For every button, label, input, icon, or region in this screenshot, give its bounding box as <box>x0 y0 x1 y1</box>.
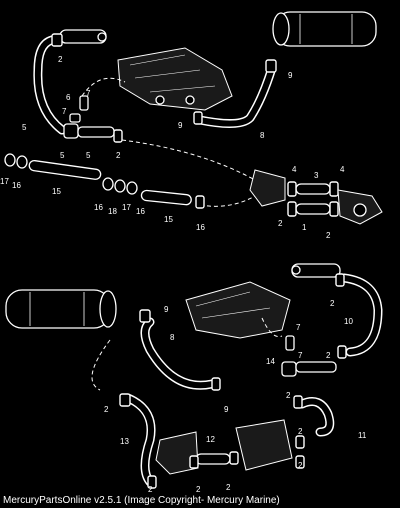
callout-label: 2 <box>226 483 231 492</box>
callout-label: 2 <box>286 391 291 400</box>
callout-label: 8 <box>170 333 175 342</box>
callout-label: 5 <box>86 151 91 160</box>
callout-label: 16 <box>196 223 205 232</box>
callout-label: 15 <box>52 187 61 196</box>
callout-label: 1 <box>302 223 307 232</box>
callout-label: 9 <box>178 121 183 130</box>
pump-assembly-upper <box>249 169 383 225</box>
oil-cooler-lower <box>291 263 341 278</box>
callout-label: 17 <box>0 177 9 186</box>
callout-label: 16 <box>94 203 103 212</box>
callout-label: 2 <box>148 485 153 493</box>
callout-label: 2 <box>298 427 303 436</box>
callout-label: 5 <box>22 123 27 132</box>
pipe-row-upper <box>4 153 205 209</box>
callout-label: 4 <box>292 165 297 174</box>
callout-label: 8 <box>260 131 265 140</box>
callout-label: 16 <box>12 181 21 190</box>
callout-label: 9 <box>224 405 229 414</box>
callout-label: 9 <box>288 71 293 80</box>
upper-assembly <box>4 11 383 225</box>
exhaust-manifold-upper <box>117 47 233 111</box>
pump-assembly-lower <box>155 419 293 475</box>
callout-label: 17 <box>122 203 131 212</box>
callout-label: 18 <box>108 207 117 216</box>
heat-exchanger-upper <box>272 11 377 47</box>
oil-cooler-upper <box>59 29 107 44</box>
callout-label: 7 <box>86 89 91 98</box>
callout-label: 2 <box>330 299 335 308</box>
callout-label: 2 <box>196 485 201 493</box>
callout-label: 9 <box>164 305 169 314</box>
parts-diagram: 2 9 6 7 7 5 5 5 9 8 2 17 16 15 16 18 17 … <box>0 11 383 493</box>
callout-label: 15 <box>164 215 173 224</box>
callout-label: 2 <box>326 351 331 360</box>
callout-label: 3 <box>314 171 319 180</box>
callout-label: 2 <box>58 55 63 64</box>
callout-label: 7 <box>62 107 67 116</box>
callout-label: 16 <box>136 207 145 216</box>
callout-label: 7 <box>298 351 303 360</box>
callout-label: 4 <box>340 165 345 174</box>
callout-label: 7 <box>296 323 301 332</box>
callouts-upper: 2 9 6 7 7 5 5 5 9 8 2 17 16 15 16 18 17 … <box>0 55 345 240</box>
exhaust-manifold-lower <box>185 281 291 339</box>
callout-label: 5 <box>60 151 65 160</box>
callouts-lower: 9 2 8 7 7 14 10 2 2 9 2 11 13 12 2 2 2 2… <box>104 299 367 493</box>
heat-exchanger-lower <box>5 289 117 329</box>
callout-label: 2 <box>104 405 109 414</box>
callout-label: 2 <box>326 231 331 240</box>
callout-label: 11 <box>358 431 367 440</box>
callout-label: 14 <box>266 357 275 366</box>
callout-label: 10 <box>344 317 353 326</box>
copyright-caption: MercuryPartsOnline v2.5.1 (Image Copyrig… <box>3 495 280 506</box>
callout-label: 13 <box>120 437 129 446</box>
callout-label: 2 <box>116 151 121 160</box>
callout-label: 12 <box>206 435 215 444</box>
callout-label: 2 <box>298 461 303 470</box>
lower-assembly <box>5 263 383 489</box>
callout-label: 2 <box>278 219 283 228</box>
callout-label: 6 <box>66 93 71 102</box>
